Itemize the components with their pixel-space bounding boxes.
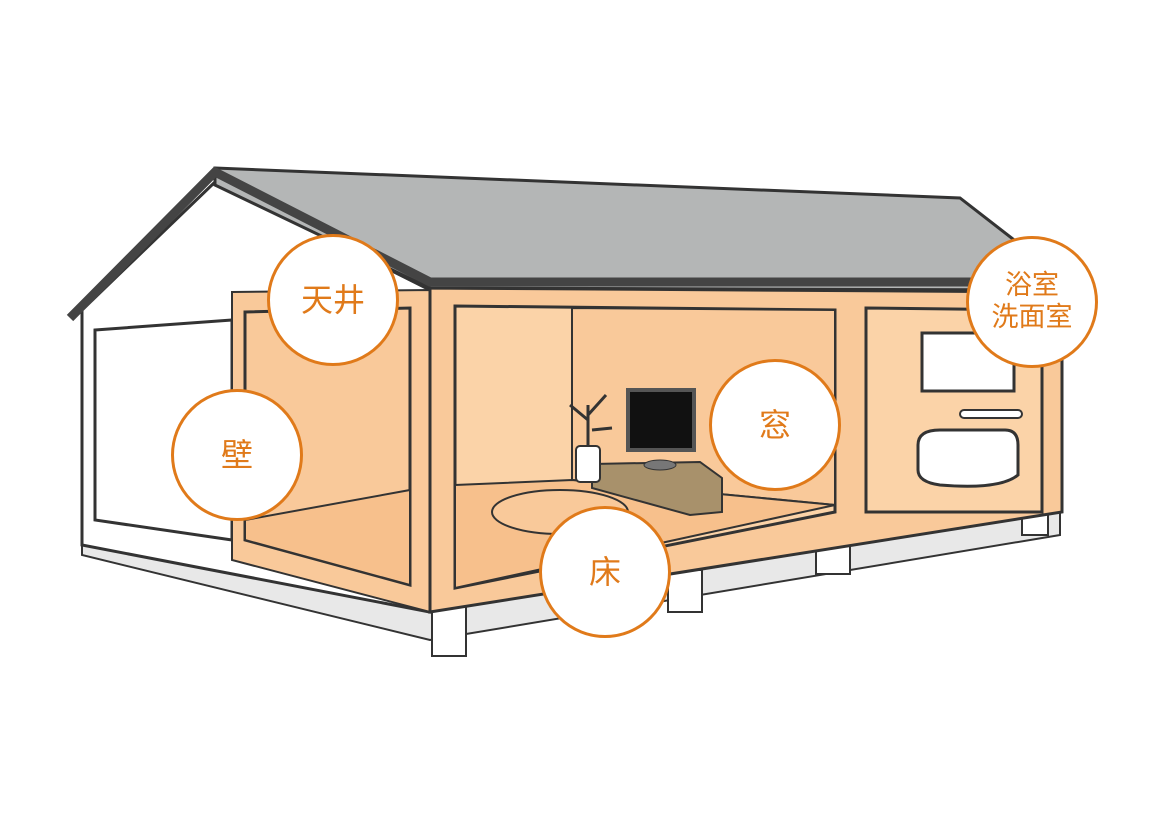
- wall-label: 壁: [171, 389, 303, 521]
- wall-label-text: 壁: [220, 435, 253, 474]
- towel-bar: [959, 409, 1023, 419]
- television: [626, 388, 696, 452]
- floor-label-text: 床: [588, 552, 621, 591]
- window-label-text: 窓: [758, 405, 791, 444]
- left-room-floor: [244, 488, 411, 587]
- bathroom-label: 浴室洗面室: [966, 236, 1098, 368]
- tv-base: [643, 459, 677, 471]
- window-label: 窓: [709, 359, 841, 491]
- ceiling-label-text: 天井: [300, 280, 365, 319]
- bathtub: [916, 428, 1020, 488]
- plant-leaves: [569, 393, 613, 446]
- tv-stand: [591, 460, 723, 517]
- foundation-post: [667, 569, 703, 613]
- bathroom-label-line2: 洗面室: [991, 302, 1073, 333]
- roof-edge: [66, 166, 1040, 322]
- plant-pot: [575, 445, 601, 483]
- ceiling-label: 天井: [267, 234, 399, 366]
- bathroom-label-line1: 浴室: [1005, 269, 1059, 301]
- floor-label: 床: [539, 506, 671, 638]
